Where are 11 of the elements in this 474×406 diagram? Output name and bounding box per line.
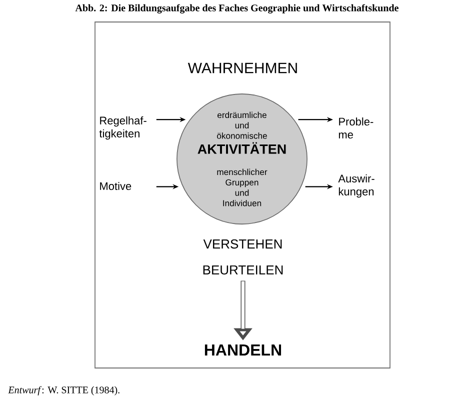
factor-label: Regelhaf- tigkeiten (99, 116, 146, 140)
factor-label: Motive (100, 182, 132, 190)
factor-label: Proble- me (338, 117, 374, 139)
figure-caption: Entwurf: W. SITTE (1984). (8, 386, 120, 396)
stage-label: BEURTEILEN (203, 265, 283, 275)
stage-label: HANDELN (204, 344, 282, 356)
factor-label: Auswir- kungen (338, 174, 374, 198)
figure-title: Abb. 2: Die Bildungsaufgabe des Faches Geographie und Wirtschaftskunde (75, 4, 398, 14)
stage-label: WAHRNEHMEN (188, 62, 297, 74)
stage-label: VERSTEHEN (203, 239, 282, 249)
frame-box (94, 22, 390, 368)
